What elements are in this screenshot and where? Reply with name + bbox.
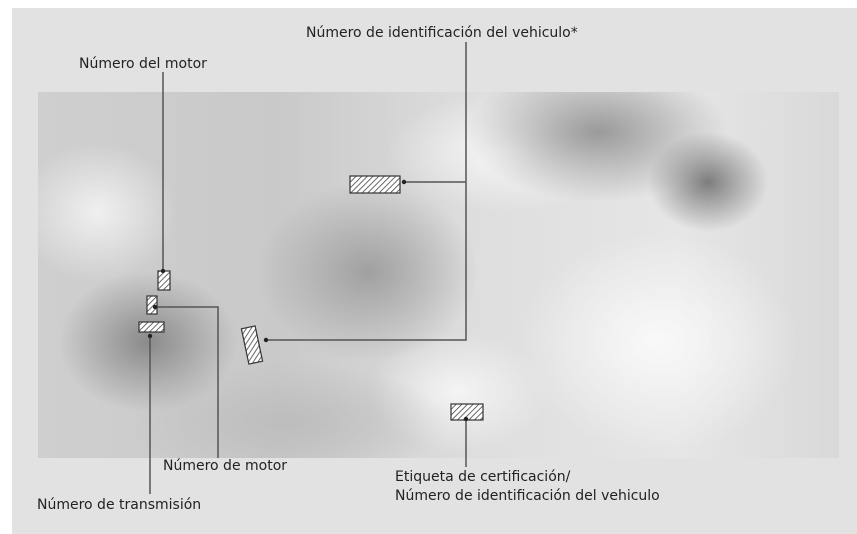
label-certification-line1: Etiqueta de certificación/ [395,469,571,485]
label-engine-number-top: Número del motor [79,56,207,72]
plate-engine-number-lower [146,295,158,315]
number-plates [138,175,484,421]
label-vin-top: Número de identificación del vehiculo* [306,25,578,41]
leader-dots [147,179,469,422]
leader-lines [149,42,467,494]
plate-transmission [138,321,165,333]
plate-vin-windshield [349,175,401,194]
label-certification-line2: Número de identificación del vehiculo [395,488,660,504]
plate-vin-door [240,325,264,365]
plate-engine-number-top [157,270,171,291]
dot-transmission [147,333,153,339]
vehicle-photo [38,92,839,458]
leader-vin-top [266,42,467,341]
dot-vin-windshield [401,179,407,185]
label-transmission-number: Número de transmisión [37,497,202,513]
dot-engine-number-top [160,268,166,274]
label-engine-number-bottom: Número de motor [163,458,288,474]
dot-vin-door [263,337,269,343]
leader-engine-number-bottom [155,306,219,458]
dot-engine-number-lower [152,304,158,310]
dot-certification [463,416,469,422]
